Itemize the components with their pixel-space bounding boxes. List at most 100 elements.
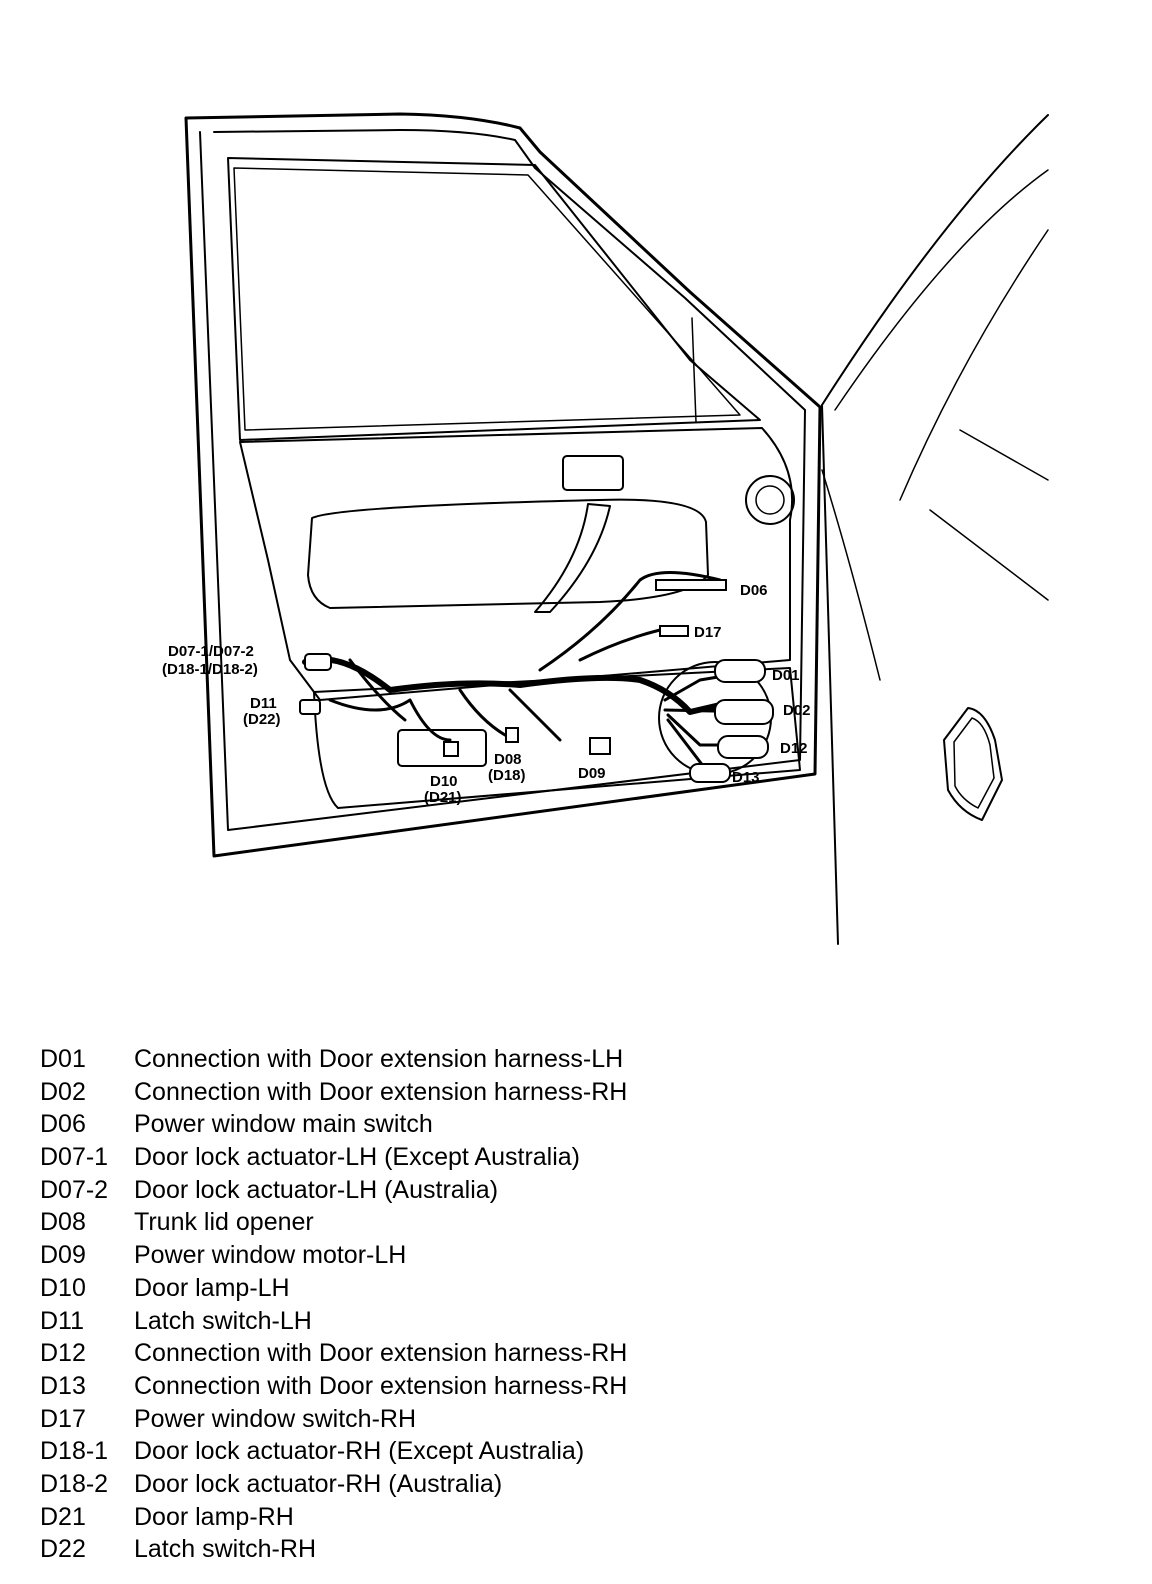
- legend-code: D02: [40, 1077, 86, 1106]
- callout-d06: D06: [740, 582, 768, 599]
- legend-code: D22: [40, 1535, 86, 1564]
- harness-branch-d17: [578, 628, 662, 662]
- legend-description: Door lock actuator-LH (Except Australia): [134, 1143, 581, 1172]
- legend-code: D06: [40, 1110, 86, 1139]
- door-pocket: [313, 667, 801, 809]
- harness-branch-upper: [538, 571, 722, 672]
- legend-code: D01: [40, 1045, 86, 1073]
- callout-d18: (D18): [488, 767, 526, 784]
- window-frame: [227, 157, 761, 441]
- harness-branch-lower: [328, 658, 562, 742]
- legend-row: D22 Latch switch-RH: [40, 1533, 627, 1566]
- legend-row: D07-1 Door lock actuator-LH (Except Austr…: [40, 1141, 627, 1174]
- callout-d07: D07-1/D07-2: [168, 643, 254, 660]
- legend-row: D11 Latch switch-LH: [40, 1305, 627, 1338]
- legend-description: Power window main switch: [134, 1110, 433, 1139]
- legend-description: Door lamp-RH: [134, 1502, 294, 1531]
- legend-row: D18-1 Door lock actuator-RH (Except Austr…: [40, 1435, 627, 1468]
- connector-d13: [689, 763, 731, 783]
- armrest: [307, 498, 709, 609]
- legend-row: D21 Door lamp-RH: [40, 1501, 627, 1534]
- legend-description: Connection with Door extension harness-R…: [134, 1371, 628, 1400]
- legend-code: D10: [40, 1273, 86, 1302]
- legend-row: D17 Power window switch-RH: [40, 1403, 627, 1436]
- door-outline: [184, 112, 822, 858]
- connector-d17: [659, 625, 689, 637]
- door-harness-diagram: D07-1/D07-2 (D18-1/D18-2) D11 (D22) D10 …: [162, 112, 1049, 945]
- callout-d02: D02: [783, 702, 811, 719]
- legend-code: D12: [40, 1339, 86, 1368]
- window-frame-inner: [233, 167, 741, 431]
- body-window-frame: [899, 229, 1049, 601]
- callout-d13: D13: [732, 769, 760, 786]
- legend-description: Power window motor-LH: [134, 1241, 407, 1270]
- callout-d01: D01: [772, 667, 800, 684]
- body-roof-line: [821, 114, 1049, 406]
- connector-d07: [304, 653, 332, 671]
- legend-code: D11: [40, 1306, 85, 1335]
- door-handle-recess: [562, 455, 624, 491]
- legend-row: D01 Connection with Door extension harnes…: [40, 1043, 627, 1076]
- legend-description: Connection with Door extension harness-L…: [134, 1045, 624, 1073]
- mirror-knob-outer: [745, 475, 795, 525]
- callout-d11: D11: [250, 695, 277, 712]
- legend-code: D09: [40, 1241, 86, 1270]
- legend-row: D07-2 Door lock actuator-LH (Australia): [40, 1174, 627, 1207]
- legend-code: D07-1: [40, 1143, 109, 1172]
- legend-description: Connection with Door extension harness-R…: [134, 1339, 628, 1368]
- legend-code: D07-2: [40, 1175, 109, 1204]
- main-harness: [302, 656, 723, 715]
- side-vent: [943, 707, 1003, 821]
- side-vent-inner: [953, 717, 995, 809]
- connector-d12: [717, 735, 769, 759]
- window-divider: [691, 317, 697, 423]
- legend-row: D06 Power window main switch: [40, 1108, 627, 1141]
- legend-row: D13 Connection with Door extension harnes…: [40, 1370, 627, 1403]
- legend-code: D21: [40, 1502, 86, 1531]
- callout-d21: (D21): [424, 789, 462, 806]
- connector-d02: [714, 699, 774, 725]
- body-roof-inner: [834, 169, 1049, 411]
- harness-branch-front: [663, 668, 762, 777]
- mirror-knob-inner: [755, 485, 785, 515]
- connector-d01: [714, 659, 766, 683]
- legend-code: D13: [40, 1371, 86, 1400]
- body-interior-edge: [821, 469, 881, 681]
- connector-d09: [589, 737, 611, 755]
- legend-description: Power window switch-RH: [134, 1404, 417, 1433]
- callout-d12: D12: [780, 740, 808, 757]
- legend-row: D02 Connection with Door extension harnes…: [40, 1076, 627, 1109]
- legend-row: D08 Trunk lid opener: [40, 1206, 627, 1239]
- legend-description: Door lock actuator-RH (Except Australia): [134, 1437, 585, 1466]
- callout-d22: (D22): [243, 711, 281, 728]
- legend-code: D08: [40, 1208, 86, 1237]
- legend-description: Connection with Door extension harness-R…: [134, 1077, 628, 1106]
- legend-row: D18-2 Door lock actuator-RH (Australia): [40, 1468, 627, 1501]
- callout-d18-1-2: (D18-1/D18-2): [162, 661, 258, 678]
- door-lamp-opening: [397, 729, 487, 767]
- legend-row: D10 Door lamp-LH: [40, 1272, 627, 1305]
- legend-code: D18-2: [40, 1469, 109, 1498]
- legend-code: D18-1: [40, 1437, 109, 1466]
- legend-row: D12 Connection with Door extension harnes…: [40, 1337, 627, 1370]
- callout-d17: D17: [694, 624, 722, 641]
- callout-d09: D09: [578, 765, 606, 782]
- legend-description: Door lamp-LH: [134, 1273, 290, 1302]
- connector-d08: [505, 727, 519, 743]
- connector-d06: [655, 579, 727, 591]
- legend-row: D09 Power window motor-LH: [40, 1239, 627, 1272]
- callout-d08: D08: [494, 751, 522, 768]
- legend-description: Door lock actuator-RH (Australia): [134, 1469, 503, 1498]
- door-inner-frame: [199, 129, 806, 831]
- legend-description: Latch switch-LH: [134, 1306, 312, 1335]
- body-pillar: [821, 404, 839, 945]
- legend-description: Latch switch-RH: [134, 1535, 316, 1564]
- legend-description: Trunk lid opener: [134, 1208, 314, 1237]
- legend-description: Door lock actuator-LH (Australia): [134, 1175, 499, 1204]
- connector-d11: [299, 699, 321, 715]
- armrest-pull: [534, 503, 611, 613]
- connector-d10: [443, 741, 459, 757]
- callout-d10: D10: [430, 773, 458, 790]
- legend-code: D17: [40, 1404, 86, 1433]
